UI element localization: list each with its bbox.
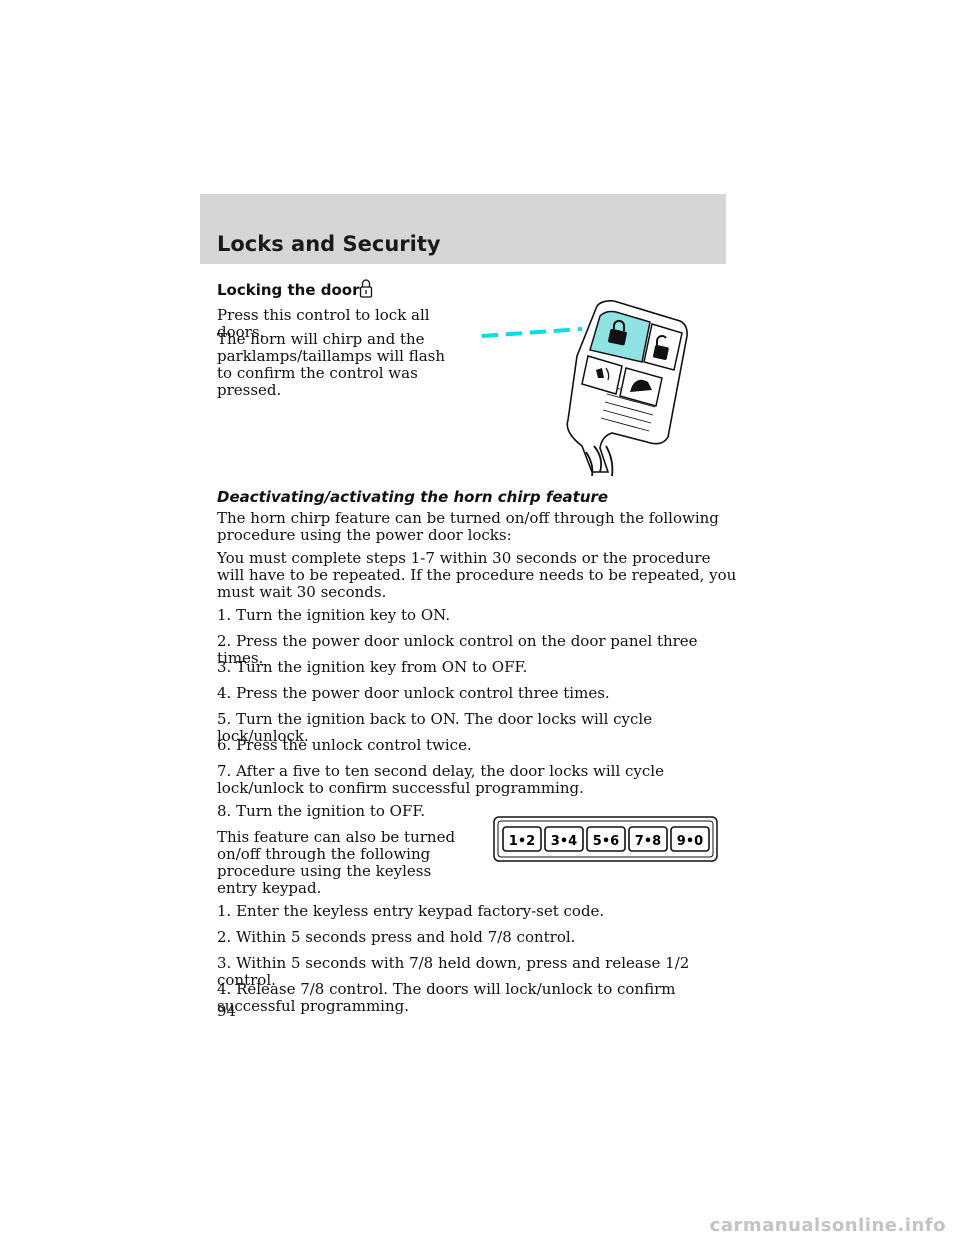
keypad-button: 9•0 <box>670 826 710 852</box>
page-number: 94 <box>217 1002 237 1020</box>
step-item: 6. Press the unlock control twice. <box>217 736 472 754</box>
keypad-button: 7•8 <box>628 826 668 852</box>
step-item: 3. Turn the ignition key from ON to OFF. <box>217 658 528 676</box>
keypad-button: 1•2 <box>502 826 542 852</box>
subsection-title: Deactivating/activating the horn chirp f… <box>217 488 609 506</box>
step-item: 3. Within 5 seconds with 7/8 held down, … <box>217 954 690 989</box>
section-title: Locking the doors <box>217 281 369 299</box>
step-item: 7. After a five to ten second delay, the… <box>217 762 664 797</box>
lock-paragraph: Press this control to lock all doors. <box>217 306 430 341</box>
step-item: 8. Turn the ignition to OFF. <box>217 802 426 820</box>
keypad-button: 3•4 <box>544 826 584 852</box>
body-paragraph: You must complete steps 1-7 within 30 se… <box>217 549 737 601</box>
keypad-button-label: 5•6 <box>593 834 619 849</box>
keypad-button: 5•6 <box>586 826 626 852</box>
step-item: 2. Press the power door unlock control o… <box>217 632 698 667</box>
step-item: 1. Turn the ignition key to ON. <box>217 606 451 624</box>
lock-paragraph: The horn will chirp and the parklamps/ta… <box>217 330 446 399</box>
step-item: 5. Turn the ignition back to ON. The doo… <box>217 710 653 745</box>
keypad-button-label: 1•2 <box>509 834 535 849</box>
watermark: carmanualsonline.info <box>709 1215 946 1236</box>
highlight-arrow-icon <box>482 327 583 338</box>
keypad-button-label: 3•4 <box>551 834 577 849</box>
page-header-title: Locks and Security <box>217 232 441 256</box>
header-band <box>200 194 726 264</box>
lock-icon <box>359 279 373 298</box>
step-item: 4. Release 7/8 control. The doors will l… <box>217 980 676 1015</box>
keypad-button-label: 9•0 <box>677 834 703 849</box>
keypad-button-label: 7•8 <box>635 834 661 849</box>
remote-fob-illustration <box>482 300 688 477</box>
step-item: 4. Press the power door unlock control t… <box>217 684 610 702</box>
step-item: 2. Within 5 seconds press and hold 7/8 c… <box>217 928 576 946</box>
body-paragraph: The horn chirp feature can be turned on/… <box>217 509 719 544</box>
step-item: 1. Enter the keyless entry keypad factor… <box>217 902 605 920</box>
keyless-keypad-illustration: 1•2 3•4 5•6 7•8 9•0 <box>493 816 718 862</box>
body-paragraph: This feature can also be turned on/off t… <box>217 828 456 897</box>
